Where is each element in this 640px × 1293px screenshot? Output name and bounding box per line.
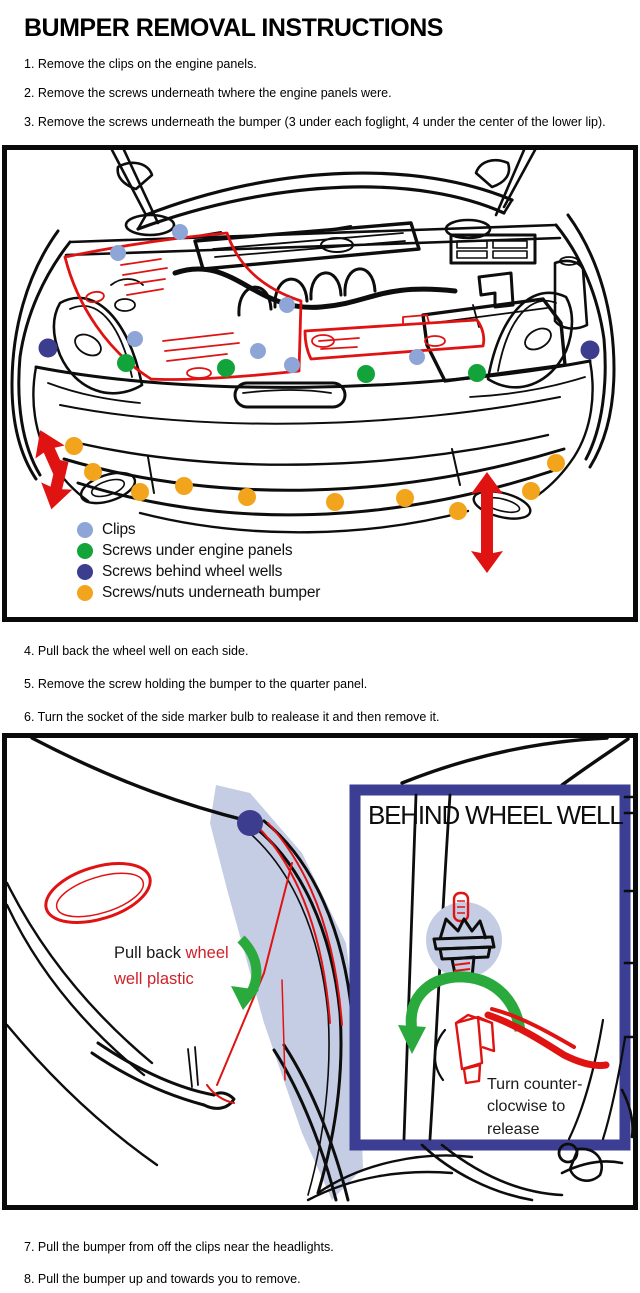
step-1: 1. Remove the clips on the engine panels…: [24, 57, 257, 71]
wheel-well-screw-marker: [237, 810, 263, 836]
clip-marker: [127, 331, 143, 347]
step-8: 8. Pull the bumper up and towards you to…: [24, 1272, 301, 1286]
bulb-socket: [454, 1013, 496, 1085]
inset-box: [349, 784, 631, 1151]
engine-screw-dot-icon: [77, 543, 93, 559]
legend-row-clips: Clips: [77, 520, 320, 540]
pull-back-label-red2: well plastic: [114, 969, 194, 988]
wheel-well-screw-marker: [580, 340, 600, 360]
red-arrow-right: [471, 472, 503, 573]
red-arrow-left: [35, 430, 73, 510]
step-6: 6. Turn the socket of the side marker bu…: [24, 710, 440, 724]
wheel-well-shade: [210, 785, 363, 1200]
wheel-well-art: [7, 738, 633, 1202]
bumper-screw-marker: [547, 454, 565, 472]
engine-panel-screw-marker: [217, 359, 235, 377]
legend: Clips Screws under engine panels Screws …: [77, 520, 320, 604]
step-3: 3. Remove the screws underneath the bump…: [24, 115, 606, 129]
legend-label: Clips: [102, 521, 136, 538]
wheel-well-screw-marker: [38, 338, 58, 358]
clip-marker: [172, 224, 188, 240]
bumper-screw-marker: [131, 483, 149, 501]
pull-back-label: Pull back wheel well plastic: [114, 941, 229, 992]
bumper-screw-marker: [175, 477, 193, 495]
wheel-liner-red-lines: [206, 822, 343, 1104]
clip-marker: [110, 245, 126, 261]
legend-label: Screws/nuts underneath bumper: [102, 584, 321, 601]
pulled-flap: [90, 1041, 236, 1110]
socket-wire: [484, 1007, 610, 1069]
engine-panel-screw-marker: [468, 364, 486, 382]
clip-dot-icon: [77, 522, 93, 538]
step-4: 4. Pull back the wheel well on each side…: [24, 644, 249, 658]
pull-back-label-red: wheel: [185, 944, 229, 962]
step-5: 5. Remove the screw holding the bumper t…: [24, 677, 368, 691]
step-2: 2. Remove the screws underneath twhere t…: [24, 86, 392, 100]
side-mirrors: [116, 159, 511, 191]
legend-row-engine-screws: Screws under engine panels: [77, 541, 320, 561]
bumper-screw-marker: [522, 482, 540, 500]
pull-back-label-black: Pull back: [114, 944, 186, 962]
bumper-screw-marker: [449, 502, 467, 520]
green-turn-arrow: [398, 971, 526, 1054]
turn-label-line: release: [487, 1120, 540, 1138]
clip-marker: [250, 343, 266, 359]
clip-marker: [409, 349, 425, 365]
legend-row-wheel-screws: Screws behind wheel wells: [77, 562, 320, 582]
diagram-engine-bay: Clips Screws under engine panels Screws …: [2, 145, 638, 622]
engine-panel-screw-marker: [357, 365, 375, 383]
legend-row-bumper-screws: Screws/nuts underneath bumper: [77, 583, 320, 603]
bumper-screw-marker: [84, 463, 102, 481]
bumper-screw-marker: [326, 493, 344, 511]
suspension-details: [420, 795, 633, 1202]
engine-panel-screw-marker: [117, 354, 135, 372]
page-title: BUMPER REMOVAL INSTRUCTIONS: [24, 14, 443, 42]
inset-title: BEHIND WHEEL WELL: [368, 800, 624, 830]
retaining-clip-art: [432, 891, 496, 981]
bumper-screw-marker: [396, 489, 414, 507]
diagram-wheel-well: BEHIND WHEEL WELL Pull back wheel well p…: [2, 733, 638, 1210]
clip-marker: [284, 357, 300, 373]
marker-layer: [38, 224, 600, 520]
wheel-screw-dot-icon: [77, 564, 93, 580]
side-marker-oval: [44, 862, 152, 924]
bumper-screw-dot-icon: [77, 585, 93, 601]
clip-marker: [279, 297, 295, 313]
fenders: [10, 213, 616, 481]
hood-panel: [110, 150, 537, 231]
bumper-screw-marker: [65, 437, 83, 455]
step-7: 7. Pull the bumper from off the clips ne…: [24, 1240, 334, 1254]
turn-label-line: Turn counter-: [487, 1076, 583, 1093]
legend-label: Screws under engine panels: [102, 542, 293, 559]
legend-label: Screws behind wheel wells: [102, 563, 283, 580]
turn-label-line: clocwise to: [487, 1098, 566, 1116]
bumper-screw-marker: [238, 488, 256, 506]
engine-bay-art: [10, 150, 616, 573]
turn-counterclockwise-label: Turn counter- clocwise to release: [487, 1074, 582, 1141]
green-pull-arrow: [231, 935, 262, 1010]
